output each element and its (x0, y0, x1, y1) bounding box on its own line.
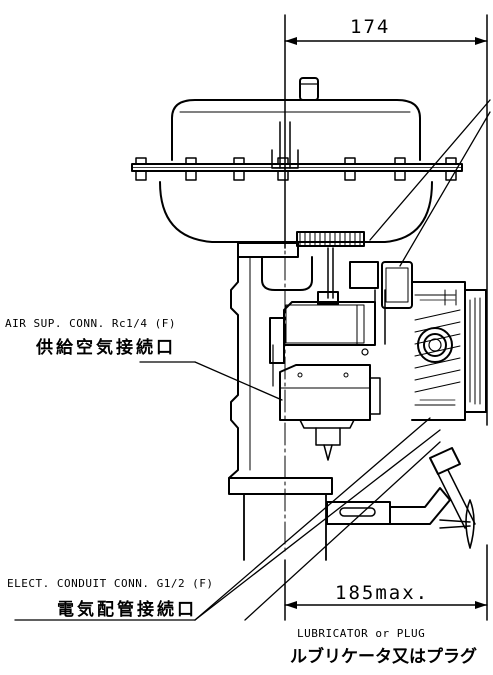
actuator-diaphragm (131, 77, 463, 243)
air-supply-label-jp: 供給空気接続口 (36, 338, 176, 358)
leader-lines (14, 99, 491, 621)
top-dimension (284, 14, 488, 426)
top-dimension-value: 174 (350, 16, 391, 38)
lubricator-label-en: LUBRICATOR or PLUG (297, 627, 426, 640)
conduit-label-en: ELECT. CONDUIT CONN. G1/2 (F) (7, 577, 214, 590)
air-supply-label-en: AIR SUP. CONN. Rc1/4 (F) (5, 317, 176, 330)
bottom-dimension-value: 185max. (335, 582, 430, 604)
lubricator-plug (326, 447, 476, 549)
positioner-body (269, 261, 413, 461)
finned-housing (411, 281, 487, 421)
gear-wheel (296, 231, 365, 247)
lubricator-label-jp: ルブリケータ又はプラグ (290, 647, 477, 667)
bottom-dimension (284, 544, 488, 621)
conduit-label-jp: 電気配管接続口 (57, 600, 197, 620)
